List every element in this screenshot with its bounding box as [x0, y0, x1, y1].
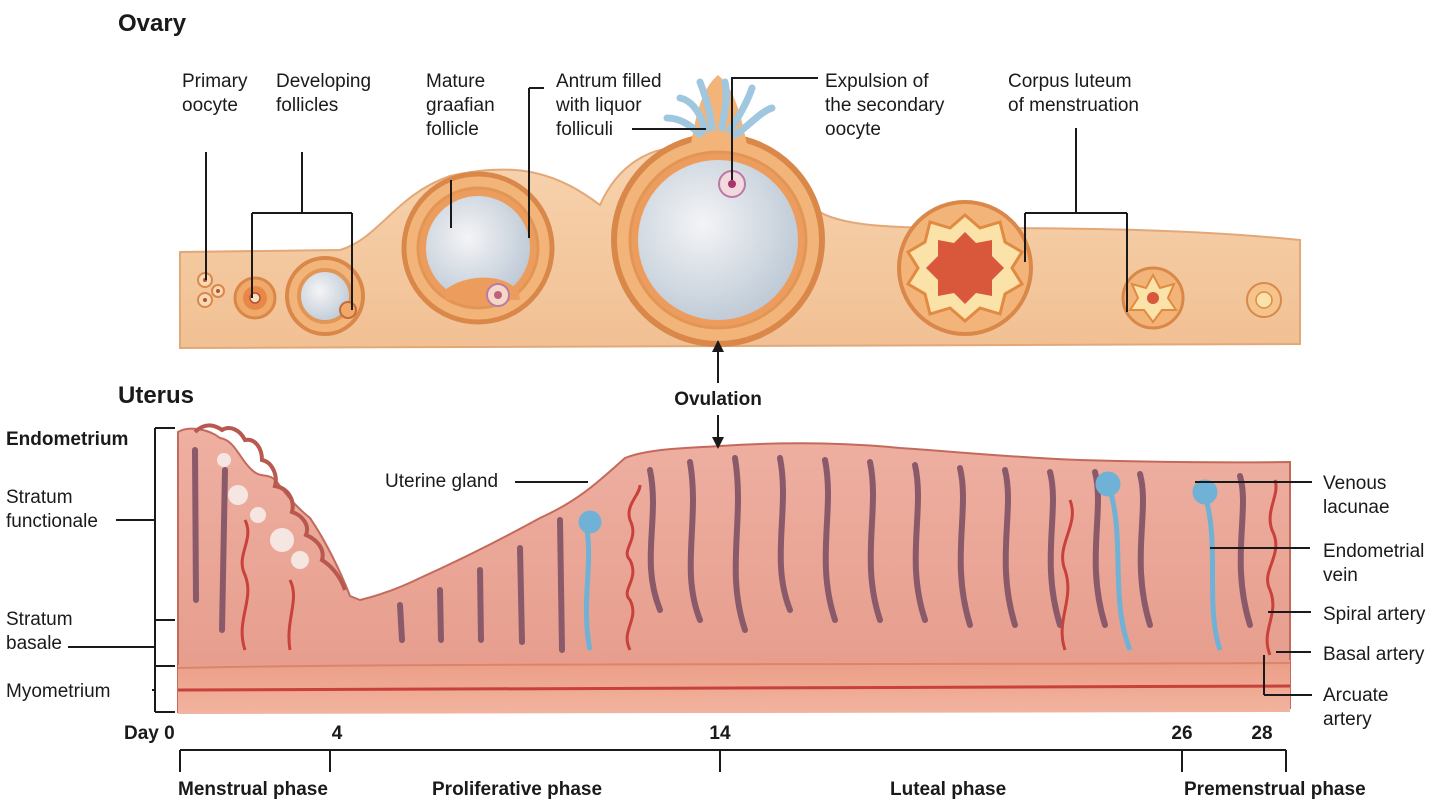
- phase-premenstrual: Premenstrual phase: [1184, 778, 1366, 802]
- day-26: 26: [1171, 722, 1192, 746]
- label-developing-follicles: Developing follicles: [276, 70, 371, 118]
- label-uterine-gland: Uterine gland: [385, 470, 498, 494]
- label-spiral-artery: Spiral artery: [1323, 603, 1425, 627]
- day-14: 14: [709, 722, 730, 746]
- phase-proliferative: Proliferative phase: [432, 778, 602, 802]
- corpus-luteum-small: [1123, 268, 1183, 328]
- label-expulsion-secondary-oocyte: Expulsion of the secondary oocyte: [825, 70, 944, 142]
- corpus-luteum-large: [899, 202, 1031, 334]
- day-0: Day 0: [124, 722, 175, 746]
- day-4: 4: [332, 722, 343, 746]
- phase-menstrual: Menstrual phase: [178, 778, 328, 802]
- label-basal-artery: Basal artery: [1323, 643, 1424, 667]
- label-corpus-luteum: Corpus luteum of menstruation: [1008, 70, 1139, 118]
- label-endometrium: Endometrium: [6, 428, 128, 452]
- label-stratum-basale: Stratum basale: [6, 608, 73, 656]
- label-mature-graafian-follicle: Mature graafian follicle: [426, 70, 495, 142]
- label-primary-oocyte: Primary oocyte: [182, 70, 247, 118]
- label-myometrium: Myometrium: [6, 680, 111, 704]
- label-stratum-functionale: Stratum functionale: [6, 486, 98, 534]
- label-arcuate-artery: Arcuate artery: [1323, 684, 1388, 732]
- corpus-albicans: [1247, 283, 1281, 317]
- uterus-heading: Uterus: [118, 382, 194, 410]
- developing-follicle-small: [235, 278, 275, 318]
- phase-luteal: Luteal phase: [890, 778, 1006, 802]
- label-antrum: Antrum filled with liquor folliculi: [556, 70, 662, 142]
- day-28: 28: [1251, 722, 1272, 746]
- ovary-heading: Ovary: [118, 10, 186, 38]
- label-ovulation: Ovulation: [674, 388, 762, 412]
- label-venous-lacunae: Venous lacunae: [1323, 472, 1390, 520]
- label-endometrial-vein: Endometrial vein: [1323, 540, 1424, 588]
